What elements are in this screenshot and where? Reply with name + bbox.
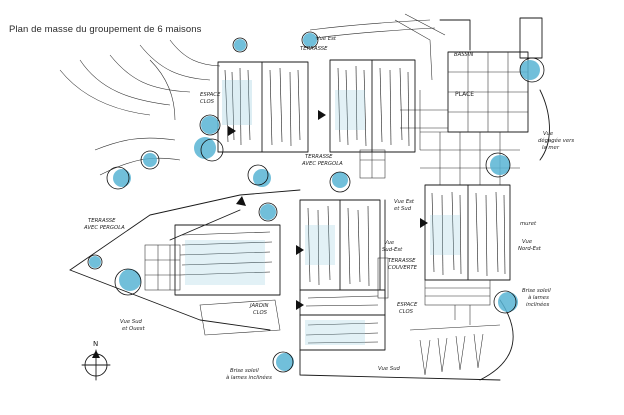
vegetation: [87, 31, 545, 373]
label-vue-nord-est-2: Nord-Est: [518, 246, 542, 252]
house-5: [299, 257, 389, 351]
annotations: TERRASSE Vue Est BASSIN PLACE ESPACE CLO…: [83, 36, 574, 381]
terrain-contours: [59, 39, 221, 176]
label-vue-est-ouest-1: Vue Est: [394, 199, 415, 205]
house-2: [329, 59, 416, 179]
house-6: [424, 184, 511, 325]
label-espace-clos-top-2: CLOS: [200, 99, 215, 105]
label-terrasse-top: TERRASSE: [300, 46, 328, 52]
upper-right-terrain: [309, 13, 446, 81]
house-1: [217, 61, 309, 153]
label-place: PLACE: [455, 91, 474, 98]
label-brise-soleil-bottom-2: à lames inclinées: [226, 374, 272, 381]
parking-markers: [409, 324, 501, 376]
label-espace-clos-top-1: ESPACE: [200, 92, 221, 98]
place-paving: [400, 17, 543, 185]
label-brise-soleil-right-1: Brise soleil: [522, 288, 551, 294]
label-vue-sud-est-2: Sud-Est: [382, 247, 403, 253]
label-brise-soleil-right-2: à lames: [528, 294, 549, 301]
label-vue-sud-ouest-2: et Ouest: [122, 326, 146, 332]
label-vue-degagee-3: la mer: [542, 145, 560, 151]
north-label: N: [93, 340, 98, 348]
label-brise-soleil-right-3: inclinées: [526, 301, 550, 308]
label-terrasse-pergola-left-1: TERRASSE: [88, 218, 116, 224]
label-espace-clos-mid-2: CLOS: [399, 309, 414, 315]
label-brise-soleil-bottom-1: Brise soleil: [230, 368, 259, 374]
label-terrasse-couverte-2: COUVERTE: [388, 265, 418, 271]
label-espace-clos-mid-1: ESPACE: [397, 302, 418, 308]
label-vue-est-top: Vue Est: [316, 36, 337, 42]
label-terrasse-pergola-left-2: AVEC PERGOLA: [83, 225, 125, 231]
paths: [69, 89, 550, 381]
label-vue-sud-ouest-1: Vue Sud: [120, 319, 143, 325]
label-jardin-clos-1: JARDIN: [249, 303, 269, 309]
house-4: [299, 199, 381, 291]
label-bassin: BASSIN: [454, 52, 473, 58]
label-vue-degagee-2: dégagée vers: [538, 137, 574, 144]
label-vue-est-ouest-2: et Sud: [394, 206, 412, 212]
house-3: [144, 224, 281, 336]
label-vue-degagee-1: Vue: [543, 131, 554, 137]
direction-arrows: [228, 110, 428, 310]
plan-title: Plan de masse du groupement de 6 maisons: [9, 24, 202, 35]
label-vue-nord-est-1: Vue: [522, 239, 533, 245]
label-terrasse-pergola-mid-1: TERRASSE: [305, 154, 333, 160]
label-terrasse-couverte-1: TERRASSE: [388, 258, 416, 264]
label-jardin-clos-2: CLOS: [253, 310, 268, 316]
label-vue-sud-est-1: Vue: [384, 240, 395, 246]
label-vue-sud: Vue Sud: [378, 366, 401, 372]
label-muret: muret: [520, 221, 537, 227]
label-terrasse-pergola-mid-2: AVEC PERGOLA: [301, 161, 343, 167]
north-arrow: N: [81, 340, 111, 381]
